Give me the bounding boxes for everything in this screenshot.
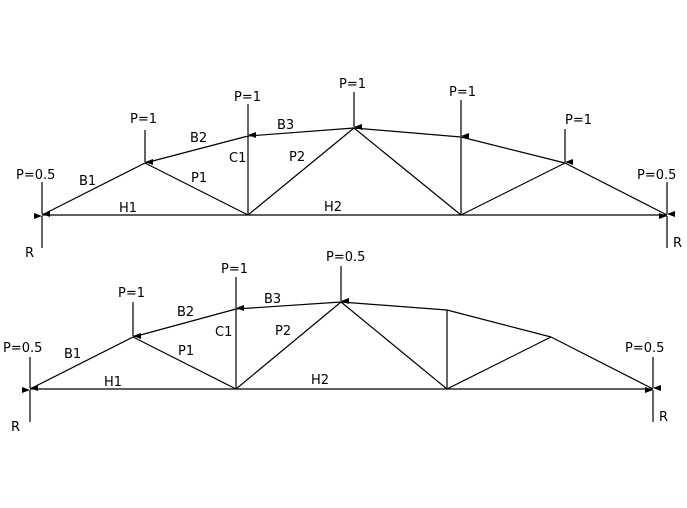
bottom-truss-top-chord xyxy=(446,309,552,338)
member-label-p2: P2 xyxy=(289,150,305,165)
top-truss-diagonal xyxy=(247,127,355,216)
bottom-truss-diagonal xyxy=(340,301,448,390)
member-label-b2: B2 xyxy=(190,131,207,146)
member-label-b1: B1 xyxy=(64,347,81,362)
load-label: P=0.5 xyxy=(625,341,664,356)
reaction-label: R xyxy=(25,246,34,261)
bottom-truss-diagonal xyxy=(132,336,237,390)
reaction-label: R xyxy=(659,410,668,425)
top-truss-top-chord xyxy=(353,127,462,138)
member-label-b2: B2 xyxy=(177,305,194,320)
bottom-truss-top-chord xyxy=(550,336,654,390)
member-label-h2: H2 xyxy=(324,200,342,215)
load-label: P=1 xyxy=(118,286,145,301)
top-truss-labels: P=0.5 P=1 P=1 P=1 P=1 P=1 P=0.5 R R B1 B… xyxy=(16,77,682,261)
load-label: P=0.5 xyxy=(326,250,365,265)
member-label-c1: C1 xyxy=(229,151,246,166)
member-label-h2: H2 xyxy=(311,373,329,388)
top-truss-diagonal xyxy=(353,127,462,216)
bottom-truss-top-chord xyxy=(235,301,342,310)
member-label-p1: P1 xyxy=(178,344,194,359)
reaction-label: R xyxy=(673,236,682,251)
bottom-truss-top-chord xyxy=(132,308,237,338)
member-label-c1: C1 xyxy=(215,325,232,340)
top-truss-top-chord xyxy=(41,162,146,216)
member-label-b3: B3 xyxy=(277,118,294,133)
load-label: P=0.5 xyxy=(3,341,42,356)
top-truss-diagonal xyxy=(144,162,249,216)
bottom-truss-labels: P=0.5 P=1 P=1 P=0.5 P=0.5 R R B1 B2 B3 P… xyxy=(3,250,668,435)
load-label: P=0.5 xyxy=(637,168,676,183)
load-label: P=1 xyxy=(449,85,476,100)
member-label-p2: P2 xyxy=(275,324,291,339)
load-label: P=1 xyxy=(339,77,366,92)
reaction-label: R xyxy=(11,420,20,435)
load-label: P=1 xyxy=(221,262,248,277)
member-label-b1: B1 xyxy=(79,174,96,189)
top-truss-top-chord xyxy=(247,127,355,137)
load-label: P=0.5 xyxy=(16,168,55,183)
top-truss-top-chord xyxy=(564,162,668,216)
member-label-p1: P1 xyxy=(191,171,207,186)
bottom-truss-top-chord xyxy=(340,301,448,311)
member-label-b3: B3 xyxy=(264,292,281,307)
load-label: P=1 xyxy=(565,113,592,128)
top-truss-top-chord xyxy=(460,136,566,164)
load-label: P=1 xyxy=(130,112,157,127)
top-truss-top-chord xyxy=(144,135,249,164)
bottom-truss-diagonal xyxy=(446,336,552,390)
member-label-h1: H1 xyxy=(119,201,137,216)
top-truss-diagonal xyxy=(460,162,566,216)
load-label: P=1 xyxy=(234,90,261,105)
bottom-truss-diagonal xyxy=(235,301,342,390)
bottom-truss-top-chord xyxy=(29,336,134,390)
member-label-h1: H1 xyxy=(104,375,122,390)
